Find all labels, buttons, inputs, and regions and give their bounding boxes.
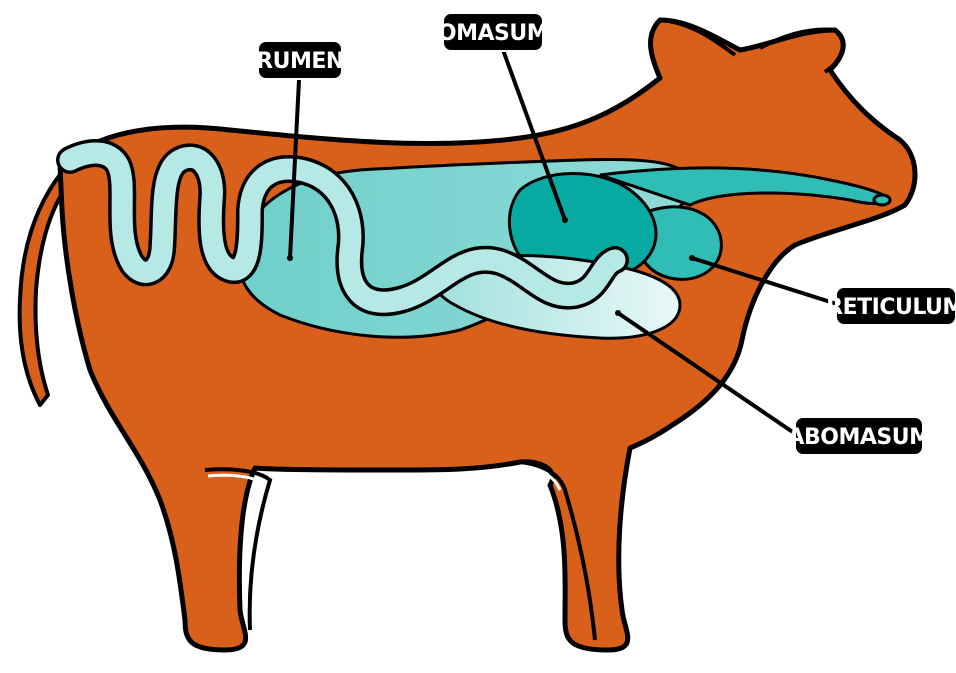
omasum-point: [562, 217, 568, 223]
rumen-point: [287, 255, 293, 261]
label-omasum-text: OMASUM: [438, 21, 548, 46]
label-abomasum-text: ABOMASUM: [787, 425, 930, 450]
label-reticulum-text: RETICULUM: [826, 295, 956, 320]
label-abomasum: ABOMASUM: [787, 417, 930, 455]
label-reticulum: RETICULUM: [826, 287, 956, 325]
reticulum-point: [689, 255, 695, 261]
mouth-opening: [874, 195, 890, 205]
cow-body: [60, 20, 915, 650]
label-rumen: RUMEN: [256, 41, 344, 79]
label-rumen-text: RUMEN: [256, 49, 344, 74]
abomasum-point: [615, 310, 621, 316]
label-omasum: OMASUM: [438, 13, 548, 51]
